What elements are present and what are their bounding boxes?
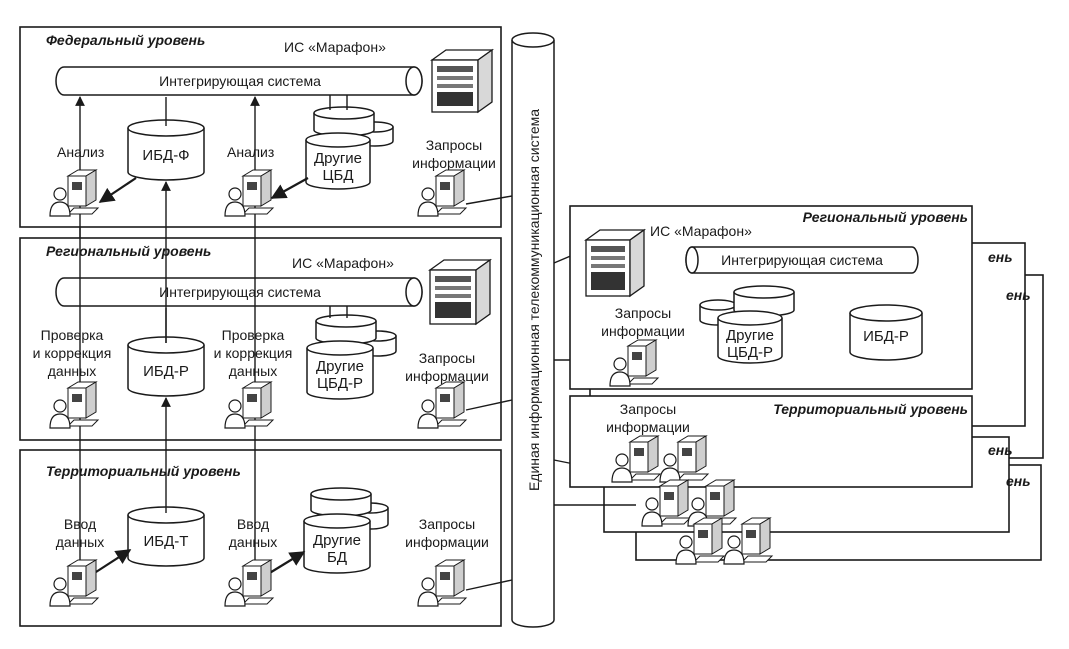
workstation-icon (641, 479, 692, 527)
regional-ibd-label: ИБД-Р (143, 363, 189, 380)
federal-server-icon (429, 48, 495, 114)
stack-fragment-2: ень (1006, 287, 1031, 303)
right-other-db-line1: Другие (726, 327, 774, 344)
federal-requests-line2: информации (412, 155, 496, 171)
federal-is-marafon-label: ИС «Марафон» (284, 39, 386, 55)
territorial-requests-line2: информации (405, 534, 489, 550)
territorial-level-title: Территориальный уровень (46, 463, 241, 479)
regional-check-right-line2: и коррекция (214, 345, 293, 361)
workstation-icon (611, 435, 662, 483)
workstation-icon (224, 559, 275, 607)
stack-fragment-4: ень (1006, 473, 1031, 489)
regional-integrating-pipe (55, 277, 423, 307)
right-regional-requests-line1: Запросы (615, 305, 671, 321)
workstation-icons (49, 169, 774, 607)
federal-other-db-line2: ЦБД (322, 167, 353, 184)
territorial-input-right-line2: данных (229, 534, 277, 550)
right-is-marafon-label: ИС «Марафон» (650, 223, 752, 239)
workstation-icon (49, 381, 100, 429)
regional-requests-line2: информации (405, 368, 489, 384)
workstation-icon (659, 435, 710, 483)
stack-fragment-1: ень (988, 249, 1013, 265)
regional-other-db-cylinders (306, 314, 397, 400)
regional-other-db-line2: ЦБД-Р (317, 375, 363, 392)
right-other-db-cylinders (699, 285, 795, 364)
federal-ibd-label: ИБД-Ф (142, 147, 189, 164)
federal-other-db-line1: Другие (314, 150, 362, 167)
workstation-icon (417, 169, 468, 217)
vertical-flow-lines (75, 95, 348, 586)
territorial-other-db-line1: Другие (313, 532, 361, 549)
regional-is-marafon-label: ИС «Марафон» (292, 255, 394, 271)
workstation-icon (49, 169, 100, 217)
federal-analysis-right: Анализ (227, 144, 274, 160)
territorial-other-db-cylinders (303, 487, 389, 574)
right-territorial-requests-line2: информации (606, 419, 690, 435)
telecom-bus-label: Единая информационная телекоммуникационн… (526, 109, 542, 491)
diagonal-arrows (95, 177, 309, 575)
regional-check-right-line3: данных (229, 363, 277, 379)
territorial-other-db-line2: БД (327, 549, 347, 566)
regional-server-icon (427, 258, 493, 326)
federal-level-title: Федеральный уровень (46, 32, 205, 48)
workstation-icon (417, 381, 468, 429)
right-territorial-requests-line1: Запросы (620, 401, 676, 417)
right-regional-title: Региональный уровень (803, 209, 968, 225)
federal-requests-line1: Запросы (426, 137, 482, 153)
territorial-ibd-label: ИБД-Т (144, 533, 189, 550)
workstation-icon (224, 169, 275, 217)
territorial-requests-line1: Запросы (419, 516, 475, 532)
federal-integrating-pipe (55, 66, 423, 96)
federal-integrating-label: Интегрирующая система (159, 73, 321, 89)
regional-check-right-line1: Проверка (222, 327, 285, 343)
right-server-icon (583, 228, 647, 298)
right-ibd-label: ИБД-Р (863, 328, 909, 345)
regional-integrating-label: Интегрирующая система (159, 284, 321, 300)
workstation-icon (609, 339, 660, 387)
regional-other-db-line1: Другие (316, 358, 364, 375)
workstation-icon (417, 559, 468, 607)
workstation-icon (49, 559, 100, 607)
regional-check-left-line1: Проверка (41, 327, 104, 343)
right-ibd-cylinder (849, 304, 923, 361)
right-territorial-title: Территориальный уровень (773, 401, 968, 417)
right-integrating-label: Интегрирующая система (721, 252, 883, 268)
regional-level-title: Региональный уровень (46, 243, 211, 259)
telecom-bus-cylinder (511, 32, 555, 628)
federal-ibd-cylinder (127, 119, 205, 181)
workstation-icon (675, 517, 726, 565)
right-other-db-line2: ЦБД-Р (727, 344, 773, 361)
right-integrating-pipe (685, 246, 919, 274)
regional-ibd-cylinder (127, 336, 205, 397)
workstation-icon (224, 381, 275, 429)
regional-requests-line1: Запросы (419, 350, 475, 366)
right-regional-requests-line2: информации (601, 323, 685, 339)
stack-fragment-3: ень (988, 442, 1013, 458)
regional-check-left-line2: и коррекция (33, 345, 112, 361)
territorial-input-right-line1: Ввод (237, 516, 269, 532)
workstation-icon (723, 517, 774, 565)
regional-check-left-line3: данных (48, 363, 96, 379)
federal-other-db-cylinders (305, 106, 394, 190)
